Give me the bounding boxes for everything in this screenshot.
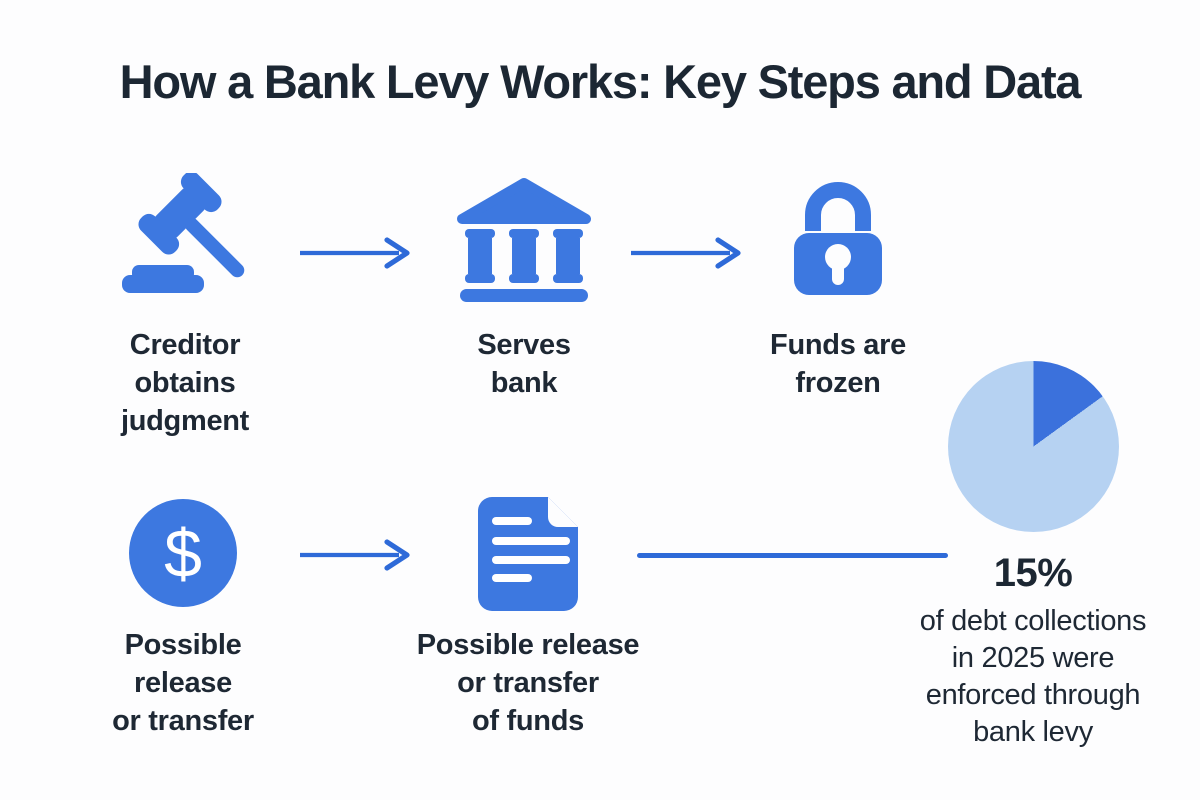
stat-description: of debt collections in 2025 were enforce… — [919, 605, 1147, 748]
document-icon — [398, 494, 658, 612]
step-label: Possible release or transfer of funds — [416, 629, 640, 737]
step-possible-release-or-transfer: $ Possible release or transfer — [53, 494, 313, 740]
page-title: How a Bank Levy Works: Key Steps and Dat… — [119, 55, 1082, 108]
pie-chart — [948, 361, 1119, 532]
step-creditor-obtains-judgment: Creditor obtains judgment — [55, 172, 315, 440]
step-serves-bank: Serves bank — [394, 172, 654, 402]
arrow-right-icon — [631, 237, 741, 269]
arrow-right-icon — [300, 539, 410, 571]
step-label: Funds are frozen — [770, 329, 906, 399]
gavel-icon — [55, 172, 315, 304]
stat-value: 15% — [993, 551, 1073, 595]
stat-connector-line — [637, 553, 948, 558]
svg-text:$: $ — [164, 516, 202, 592]
dollar-circle-icon: $ — [53, 494, 313, 612]
arrow-right-icon — [300, 237, 410, 269]
step-possible-release-or-transfer-of-funds: Possible release or transfer of funds — [398, 494, 658, 740]
step-label: Possible release or transfer — [112, 629, 254, 737]
bank-icon — [394, 172, 654, 304]
lock-icon — [708, 172, 968, 304]
step-label: Serves bank — [477, 329, 571, 399]
step-funds-are-frozen: Funds are frozen — [708, 172, 968, 402]
step-label: Creditor obtains judgment — [120, 329, 250, 437]
stat-callout: 15% of debt collections in 2025 were enf… — [880, 549, 1186, 751]
